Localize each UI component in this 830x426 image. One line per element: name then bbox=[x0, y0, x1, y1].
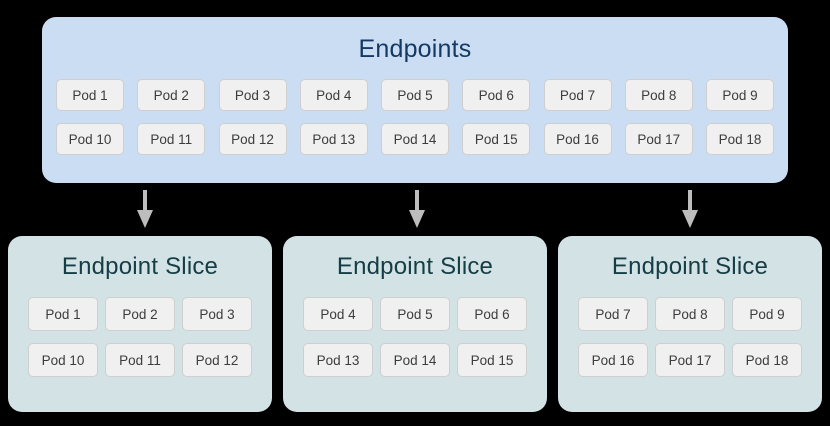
pod-box[interactable]: Pod 12 bbox=[182, 343, 252, 377]
pod-box[interactable]: Pod 18 bbox=[706, 123, 774, 155]
endpoint-slice-title: Endpoint Slice bbox=[336, 253, 494, 280]
endpoint-slice-pod-grid: Pod 4 Pod 5 Pod 6 Pod 13 Pod 14 Pod 15 bbox=[303, 297, 527, 389]
endpoints-title: Endpoints bbox=[358, 35, 472, 63]
endpoint-slice-container-1: Endpoint Slice Pod 1 Pod 2 Pod 3 Pod 10 … bbox=[8, 236, 272, 412]
endpoint-slice-pod-row: Pod 16 Pod 17 Pod 18 bbox=[578, 343, 802, 377]
pod-box[interactable]: Pod 3 bbox=[218, 79, 287, 111]
endpoints-pod-row: Pod 1 Pod 2 Pod 3 Pod 4 Pod 5 Pod 6 Pod … bbox=[56, 79, 774, 111]
arrow-down-icon-3 bbox=[679, 190, 701, 228]
pod-box[interactable]: Pod 7 bbox=[578, 297, 648, 331]
pod-box[interactable]: Pod 6 bbox=[462, 79, 531, 111]
endpoints-container: Endpoints Pod 1 Pod 2 Pod 3 Pod 4 Pod 5 … bbox=[42, 17, 788, 183]
endpoint-slice-pod-row: Pod 4 Pod 5 Pod 6 bbox=[303, 297, 527, 331]
pod-box[interactable]: Pod 4 bbox=[303, 297, 373, 331]
endpoint-slice-container-3: Endpoint Slice Pod 7 Pod 8 Pod 9 Pod 16 … bbox=[558, 236, 822, 412]
endpoint-slice-pod-row: Pod 1 Pod 2 Pod 3 bbox=[28, 297, 252, 331]
endpoints-pod-row: Pod 10 Pod 11 Pod 12 Pod 13 Pod 14 Pod 1… bbox=[56, 123, 774, 155]
arrow-down-icon-1 bbox=[134, 190, 156, 228]
endpoint-slice-title: Endpoint Slice bbox=[61, 253, 219, 280]
pod-box[interactable]: Pod 5 bbox=[381, 79, 449, 111]
pod-box[interactable]: Pod 10 bbox=[28, 343, 98, 377]
pod-box[interactable]: Pod 3 bbox=[182, 297, 252, 331]
endpoint-slice-title: Endpoint Slice bbox=[611, 253, 769, 280]
pod-box[interactable]: Pod 10 bbox=[56, 123, 124, 155]
pod-box[interactable]: Pod 12 bbox=[218, 123, 287, 155]
pod-box[interactable]: Pod 14 bbox=[380, 343, 450, 377]
pod-box[interactable]: Pod 14 bbox=[381, 123, 449, 155]
endpoint-slices-row: Endpoint Slice Pod 1 Pod 2 Pod 3 Pod 10 … bbox=[8, 236, 822, 412]
pod-box[interactable]: Pod 13 bbox=[299, 123, 368, 155]
pod-box[interactable]: Pod 1 bbox=[56, 79, 124, 111]
pod-box[interactable]: Pod 17 bbox=[624, 123, 693, 155]
pod-box[interactable]: Pod 9 bbox=[732, 297, 802, 331]
pod-box[interactable]: Pod 8 bbox=[655, 297, 725, 331]
pod-box[interactable]: Pod 8 bbox=[624, 79, 693, 111]
pod-box[interactable]: Pod 18 bbox=[732, 343, 802, 377]
pod-box[interactable]: Pod 15 bbox=[457, 343, 527, 377]
arrow-down-icon-2 bbox=[406, 190, 428, 228]
pod-box[interactable]: Pod 11 bbox=[137, 123, 206, 155]
pod-box[interactable]: Pod 7 bbox=[543, 79, 612, 111]
endpoint-slice-pod-row: Pod 10 Pod 11 Pod 12 bbox=[28, 343, 252, 377]
pod-box[interactable]: Pod 6 bbox=[457, 297, 527, 331]
pod-box[interactable]: Pod 15 bbox=[462, 123, 531, 155]
pod-box[interactable]: Pod 17 bbox=[655, 343, 725, 377]
pod-box[interactable]: Pod 5 bbox=[380, 297, 450, 331]
endpoint-slice-pod-row: Pod 13 Pod 14 Pod 15 bbox=[303, 343, 527, 377]
pod-box[interactable]: Pod 1 bbox=[28, 297, 98, 331]
pod-box[interactable]: Pod 9 bbox=[706, 79, 774, 111]
pod-box[interactable]: Pod 16 bbox=[543, 123, 612, 155]
pod-box[interactable]: Pod 2 bbox=[105, 297, 175, 331]
endpoint-slice-pod-row: Pod 7 Pod 8 Pod 9 bbox=[578, 297, 802, 331]
endpoint-slice-pod-grid: Pod 1 Pod 2 Pod 3 Pod 10 Pod 11 Pod 12 bbox=[28, 297, 252, 389]
endpoint-slice-pod-grid: Pod 7 Pod 8 Pod 9 Pod 16 Pod 17 Pod 18 bbox=[578, 297, 802, 389]
endpoint-slice-container-2: Endpoint Slice Pod 4 Pod 5 Pod 6 Pod 13 … bbox=[283, 236, 547, 412]
endpoints-pod-grid: Pod 1 Pod 2 Pod 3 Pod 4 Pod 5 Pod 6 Pod … bbox=[56, 79, 774, 167]
pod-box[interactable]: Pod 2 bbox=[137, 79, 206, 111]
pod-box[interactable]: Pod 11 bbox=[105, 343, 175, 377]
pod-box[interactable]: Pod 16 bbox=[578, 343, 648, 377]
pod-box[interactable]: Pod 4 bbox=[299, 79, 368, 111]
pod-box[interactable]: Pod 13 bbox=[303, 343, 373, 377]
